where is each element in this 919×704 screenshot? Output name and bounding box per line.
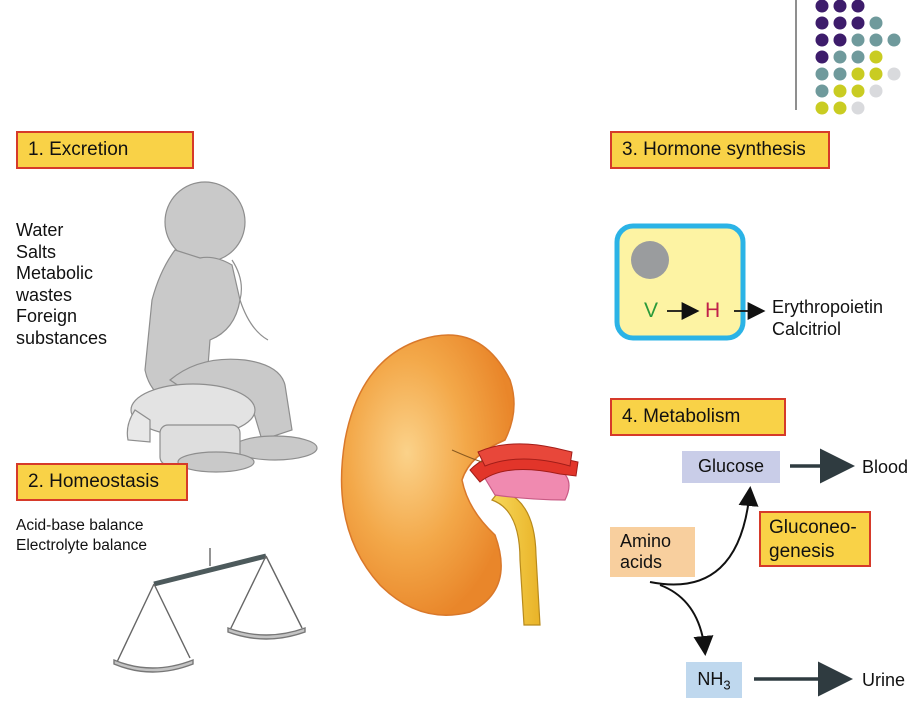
excretion-item: Water [16,220,64,240]
pattern-dot [815,16,829,30]
pattern-dot [833,101,847,115]
gluconeogenesis-label: Gluconeo- genesis [759,511,871,567]
pattern-dot [887,33,901,47]
pattern-dot [815,33,829,47]
cell-letter-h: H [705,299,721,322]
pattern-dot [851,50,865,64]
homeostasis-item: Electrolyte balance [16,537,147,554]
pattern-dot [833,33,847,47]
metabolism-arrows [649,448,855,697]
amino-acids-line: acids [620,552,663,572]
child-figure-icon [126,181,318,473]
pattern-dot [887,67,901,81]
homeostasis-label: 2. Homeostasis [16,463,188,501]
dots-pattern-icon [795,0,901,115]
gluconeogenesis-line: genesis [769,541,835,562]
cell-nucleus-icon [631,241,669,279]
excretion-list: Water Salts Metabolic wastes Foreign sub… [16,220,107,349]
pattern-dot [815,50,829,64]
nh3-box: NH3 [686,662,742,698]
pattern-dot [851,84,865,98]
nh3-subscript: 3 [723,677,731,693]
pattern-dot [815,0,829,13]
excretion-item: Salts [16,241,57,262]
blood-label: Blood [862,457,909,477]
homeostasis-item: Acid-base balance [16,517,144,534]
nh3-base: NH [697,669,724,689]
pattern-dot [851,67,865,81]
pattern-dot [833,0,847,13]
pattern-dot [851,101,865,115]
balance-scale-icon [113,548,306,673]
excretion-item: Metabolic [16,263,94,283]
hormone-product: Erythropoietin [772,297,884,317]
homeostasis-list: Acid-base balance Electrolyte balance [16,516,147,556]
pattern-dot [815,84,829,98]
hormone-synthesis-label: 3. Hormone synthesis [610,131,830,169]
urine-label: Urine [862,670,906,690]
kidney-icon [340,334,579,626]
gluconeogenesis-line: Gluconeo- [769,517,857,538]
pattern-dot [869,16,883,30]
pattern-dot [869,50,883,64]
hormone-products: Erythropoietin Calcitriol [772,297,883,340]
pattern-dot [851,33,865,47]
excretion-label: 1. Excretion [16,131,194,169]
amino-acids-box: Amino acids [610,527,695,577]
pattern-dot [851,16,865,30]
metabolism-label: 4. Metabolism [610,398,786,436]
hormone-product: Calcitriol [772,318,842,339]
excretion-item: wastes [16,284,73,305]
pattern-dot [815,67,829,81]
pattern-dot [833,67,847,81]
pattern-dot [869,84,883,98]
pattern-dot [869,67,883,81]
pattern-dot [815,101,829,115]
excretion-item: substances [16,327,108,348]
excretion-item: Foreign [16,306,78,326]
pattern-dot [833,50,847,64]
pattern-dot [869,33,883,47]
pattern-dot [833,84,847,98]
pattern-dot [833,16,847,30]
amino-acids-line: Amino [620,531,672,551]
glucose-box: Glucose [682,451,780,483]
pattern-dot [851,0,865,13]
cell-letter-v: V [644,299,659,322]
hormone-cell [614,223,766,341]
